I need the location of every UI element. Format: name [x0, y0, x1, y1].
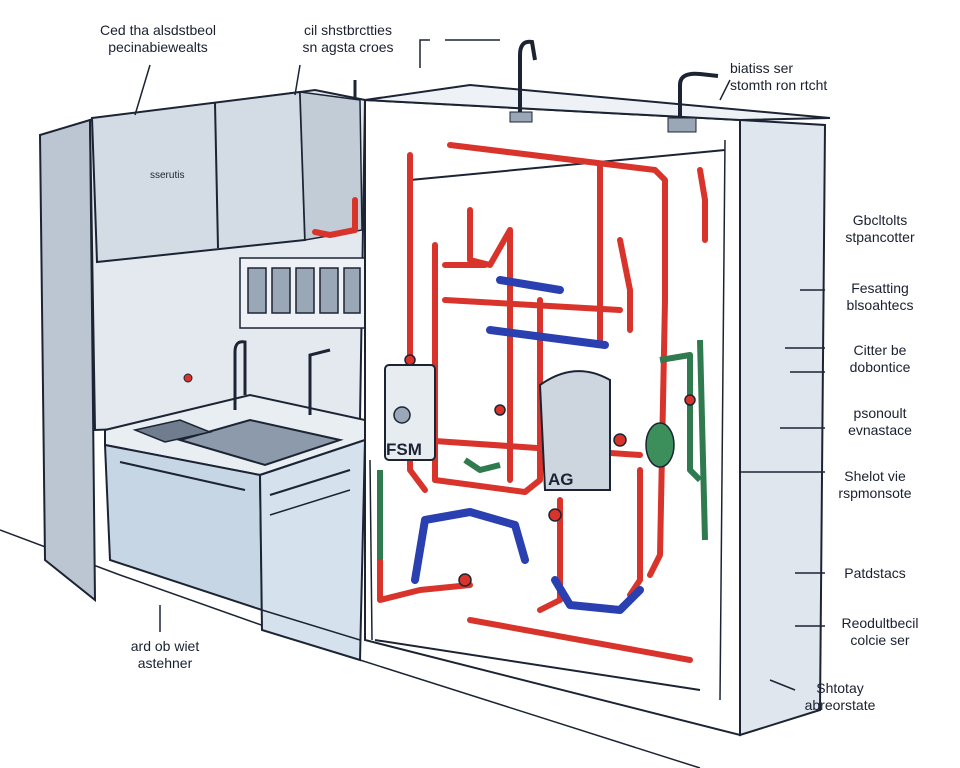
label-right-6: Patdstacs: [844, 565, 906, 581]
label-right-3: Citter be dobontice: [849, 342, 911, 375]
top-fixtures: [353, 39, 719, 133]
sink-counter: [103, 340, 367, 662]
label-right-2: Fesatting blsoahtecs: [846, 280, 914, 313]
boiler: AG: [538, 370, 611, 491]
label-bottom-left: ard ob wiet astehner: [130, 638, 200, 671]
label-right-8: Shtotay abreorstate: [804, 680, 876, 713]
leader-lines: [134, 39, 825, 691]
gas-meter-bank: [239, 257, 366, 329]
label-right-1: Gbcltolts stpancotter: [845, 212, 915, 245]
valves: [404, 354, 696, 587]
label-top-left: Ced tha alsdstbeol pecinabiewealts: [100, 22, 216, 55]
label-right-4: psonoult evnastace: [848, 405, 912, 438]
water-heater-label: FSM: [386, 440, 422, 459]
cabinet-label: sserutis: [150, 170, 184, 181]
cold-water-pipes: [411, 276, 644, 614]
label-top-right: biatiss ser stomth ron rtcht: [730, 60, 828, 93]
gas-pipes: [377, 339, 708, 560]
upper-cabinet: sserutis: [90, 90, 363, 264]
label-top-middle: cil shstbrctties sn agsta croes: [302, 22, 394, 55]
boiler-label: AG: [548, 470, 574, 489]
expansion-tank: [645, 422, 675, 468]
water-heater: FSM: [384, 364, 436, 461]
label-right-7: Reodultbecil colcie ser: [841, 615, 919, 648]
label-right-5: Shelot vie rspmonsote: [838, 468, 912, 501]
hot-water-pipes: [312, 142, 708, 663]
